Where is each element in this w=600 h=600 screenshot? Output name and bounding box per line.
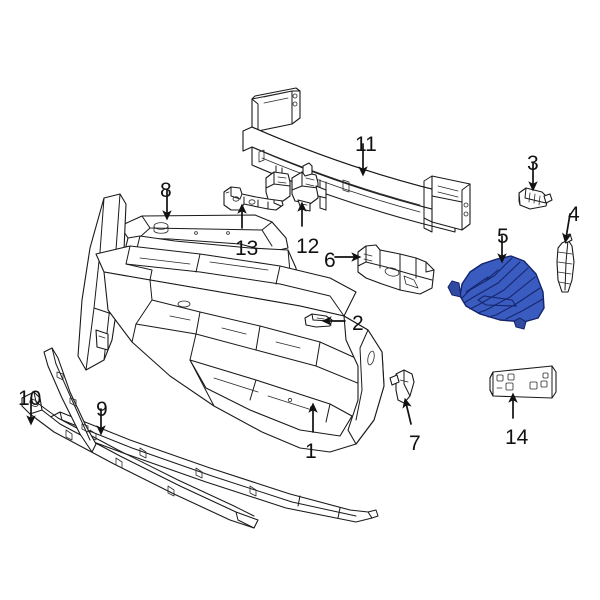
- callout-arrow-4: [562, 213, 572, 244]
- part-9-lower-valance-trim-center: [44, 411, 379, 523]
- part-10-lower-valance-trim-outer: [21, 347, 259, 529]
- part-5-fog-light-bezel-cover: [447, 255, 545, 330]
- callout-number-2[interactable]: 2: [352, 312, 364, 335]
- part-12-impact-sensor-bracket: [265, 162, 327, 212]
- part-6-bumper-energy-absorber-bracket: [357, 244, 435, 295]
- part-3-retainer-clip-upper: [518, 187, 553, 210]
- callout-number-1[interactable]: 1: [305, 440, 317, 463]
- part-11-bumper-reinforcement-beam: [242, 87, 471, 233]
- part-7-bumper-side-retainer: [389, 369, 415, 404]
- callout-number-8[interactable]: 8: [160, 179, 172, 202]
- callout-number-9[interactable]: 9: [96, 398, 108, 421]
- callout-number-10[interactable]: 10: [18, 387, 42, 410]
- callout-number-4[interactable]: 4: [568, 203, 580, 226]
- part-14-license-plate-bracket: [489, 365, 557, 399]
- callout-number-14[interactable]: 14: [505, 426, 529, 449]
- callout-arrow-7: [402, 397, 412, 425]
- callout-arrow-layer: [26, 143, 572, 436]
- callout-number-6[interactable]: 6: [324, 249, 336, 272]
- part-4-side-retainer-strip: [556, 233, 575, 293]
- callout-number-7[interactable]: 7: [409, 432, 421, 455]
- callout-number-12[interactable]: 12: [296, 235, 320, 258]
- callout-number-3[interactable]: 3: [527, 152, 539, 175]
- callout-number-13[interactable]: 13: [235, 237, 259, 260]
- callout-number-11[interactable]: 11: [355, 133, 377, 156]
- callout-number-5[interactable]: 5: [497, 225, 509, 248]
